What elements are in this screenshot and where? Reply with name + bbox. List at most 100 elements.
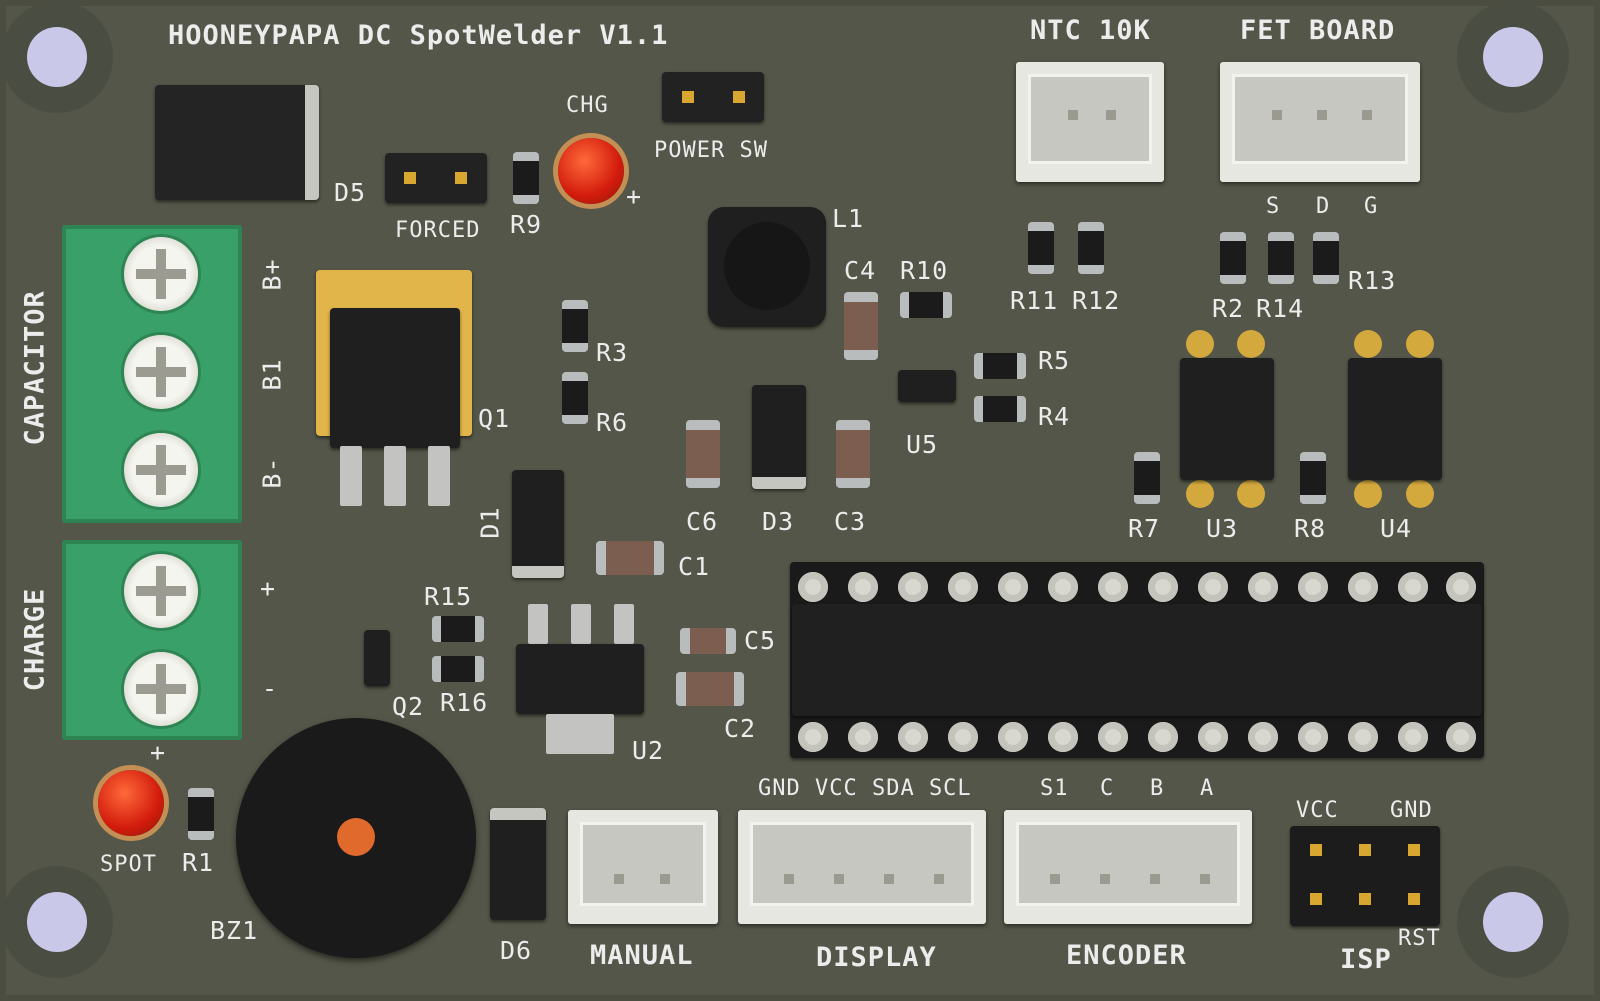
c2-capacitor [676,672,744,706]
isp-pin-3 [1408,844,1420,856]
d1-diode [512,470,564,578]
capacitor-pin-bplus: B+ [257,258,287,291]
power-sw-pin-2 [733,91,745,103]
isp-pin-1 [1310,844,1322,856]
u4-label: U4 [1380,514,1413,543]
r6-resistor [562,372,588,424]
capacitor-pin-b1: B1 [257,358,287,391]
capacitor-screw-bminus[interactable] [124,433,198,507]
r4-resistor [974,396,1026,422]
q1-leg-3 [428,446,450,506]
u5-ic [898,370,956,402]
ntc-connector[interactable] [1016,62,1164,182]
r8-resistor [1300,452,1326,504]
d6-label: D6 [500,936,533,965]
r14-label: R14 [1256,294,1305,323]
isp-header[interactable] [1290,826,1440,926]
encoder-connector[interactable] [1004,810,1252,924]
q2-label: Q2 [392,692,425,721]
mounting-hole-top-right [1483,27,1543,87]
chg-led [558,138,624,204]
r6-label: R6 [596,408,629,437]
u3-label: U3 [1206,514,1239,543]
r1-resistor [188,788,214,840]
l1-label: L1 [832,204,865,233]
encoder-pin-c: C [1100,776,1115,801]
charge-screw-plus[interactable] [124,554,198,628]
r3-resistor [562,300,588,352]
forced-pin-2 [455,172,467,184]
encoder-pin-b: B [1150,776,1165,801]
r2-resistor [1220,232,1246,284]
c4-capacitor [844,292,878,360]
q1-label: Q1 [478,404,511,433]
r10-resistor [900,292,952,318]
r3-label: R3 [596,338,629,367]
chg-label: CHG [566,93,609,118]
isp-rst-label: RST [1398,926,1441,951]
u2-leg-3 [614,604,634,644]
u4-pad-2 [1406,330,1434,358]
isp-gnd-label: GND [1390,798,1433,823]
r5-label: R5 [1038,346,1071,375]
fet-pin-s: S [1266,194,1281,219]
charge-screw-minus[interactable] [124,652,198,726]
r10-label: R10 [900,256,949,285]
charge-pin-plus: + [260,574,277,603]
isp-pin-5 [1359,893,1371,905]
isp-label: ISP [1340,944,1392,975]
capacitor-screw-bplus[interactable] [124,237,198,311]
display-connector[interactable] [738,810,986,924]
forced-header[interactable] [385,153,487,203]
r12-label: R12 [1072,286,1121,315]
encoder-pin-s1: S1 [1040,776,1069,801]
u4-pad-3 [1354,480,1382,508]
mounting-hole-top-left [27,27,87,87]
r7-resistor [1134,452,1160,504]
q2-transistor [364,630,390,686]
isp-vcc-label: VCC [1296,798,1339,823]
c5-capacitor [680,628,736,654]
encoder-pin-a: A [1200,776,1215,801]
display-label: DISPLAY [816,942,937,973]
r14-resistor [1268,232,1294,284]
d6-diode [490,808,546,920]
bz1-label: BZ1 [210,916,259,945]
spot-plus-label: + [150,738,167,767]
r11-resistor [1028,222,1054,274]
r9-label: R9 [510,210,543,239]
u2-label: U2 [632,736,665,765]
fet-pin-d: D [1316,194,1331,219]
q1-leg-1 [340,446,362,506]
c6-label: C6 [686,507,719,536]
mcu-body [792,604,1482,716]
r12-resistor [1078,222,1104,274]
capacitor-screw-b1[interactable] [124,335,198,409]
c2-label: C2 [724,714,757,743]
charge-pin-minus: - [262,674,279,703]
r8-label: R8 [1294,514,1327,543]
fet-board-connector[interactable] [1220,62,1420,182]
u4-optocoupler [1348,358,1442,480]
fet-pin-g: G [1364,194,1379,219]
r13-resistor [1313,232,1339,284]
r16-label: R16 [440,688,489,717]
r15-label: R15 [424,582,473,611]
c5-label: C5 [744,626,777,655]
d1-label: D1 [475,506,505,539]
mounting-hole-bottom-left [27,892,87,952]
spot-led [98,770,164,836]
u3-pad-2 [1237,330,1265,358]
u3-pad-1 [1186,330,1214,358]
r4-label: R4 [1038,402,1071,431]
capacitor-pin-bminus: B- [257,456,287,489]
power-sw-label: POWER SW [654,138,768,163]
power-sw-header[interactable] [662,72,764,122]
c3-label: C3 [834,507,867,536]
manual-connector[interactable] [568,810,718,924]
d3-diode [752,385,806,489]
u2-regulator [516,644,644,714]
r1-label: R1 [182,848,215,877]
ntc-label: NTC 10K [1030,15,1151,46]
spot-label: SPOT [100,852,157,877]
